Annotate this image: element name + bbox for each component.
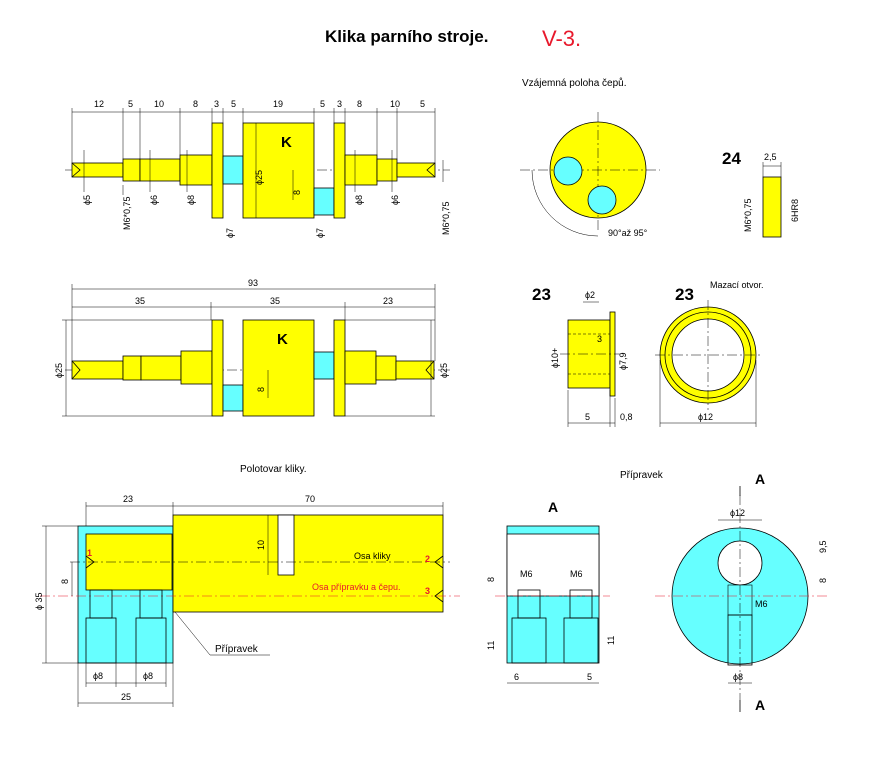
side-offset: 8 (256, 387, 266, 392)
dim-v-3: ϕ6 (149, 195, 159, 205)
mazaci-label: Mazací otvor. (710, 280, 764, 290)
part23-front-dia: ϕ12 (698, 412, 713, 422)
dim-top-1: 12 (94, 99, 104, 109)
num-2: 2 (425, 554, 430, 564)
jig-m6a: M6 (520, 569, 533, 579)
side-left-dia: ϕ25 (54, 363, 64, 378)
dim-top-3: 10 (154, 99, 164, 109)
part23-flange: 0,8 (620, 412, 633, 422)
dim-v-1: ϕ5 (82, 195, 92, 205)
axis-jig: Osa přípravku a čepu. (312, 582, 401, 592)
dim-v-9: ϕ8 (354, 195, 364, 205)
seg-23: 23 (383, 296, 393, 306)
blank-d8b: ϕ8 (143, 671, 153, 681)
jig-section-a: A A ϕ12 9,5 8 M6 ϕ8 (655, 471, 830, 713)
dim-top-7: 19 (273, 99, 283, 109)
part-23-front: 23 Mazací otvor. ϕ12 (655, 280, 764, 427)
blank-w-left: 23 (123, 494, 133, 504)
shaft-view-side: K 93 35 35 23 ϕ25 ϕ25 8 (54, 278, 450, 417)
seg-35b: 35 (270, 296, 280, 306)
dim-v-2: M6*0,75 (122, 196, 132, 230)
dim-top-8: 5 (320, 99, 325, 109)
blank-w-right: 70 (305, 494, 315, 504)
jig-w6: 6 (514, 672, 519, 682)
overall-93: 93 (248, 278, 258, 288)
part23-front-number: 23 (675, 285, 694, 304)
jig-title: Přípravek (620, 470, 664, 481)
jig-m6b: M6 (570, 569, 583, 579)
axis-crank: Osa kliky (354, 551, 391, 561)
jig-view-a: Přípravek A M6 M6 8 11 11 6 5 (486, 470, 664, 684)
part24-thread: M6*0,75 (743, 198, 753, 232)
pin-position-view: Vzájemná poloha čepů. 90°až 95° (520, 77, 660, 238)
part24-number: 24 (722, 149, 741, 168)
jig-h11b: 11 (606, 636, 616, 645)
dim-v-11: M6*0,75 (441, 201, 451, 235)
part24-width: 2,5 (764, 152, 777, 162)
dim-top-9: 3 (337, 99, 342, 109)
dim-top-6: 5 (231, 99, 236, 109)
title: Klika parního stroje. (325, 27, 488, 46)
dim-v-6: ϕ25 (254, 170, 264, 185)
crank-blank: Polotovar kliky. 1 2 3 Osa kliky Osa pří… (34, 464, 460, 707)
blank-dia: ϕ 35 (34, 592, 44, 610)
part24-fit: 6HR8 (790, 199, 800, 222)
seg-35a: 35 (135, 296, 145, 306)
jig-h8: 8 (486, 577, 496, 582)
jig-m6c: M6 (755, 599, 768, 609)
dim-v-10: ϕ6 (390, 195, 400, 205)
blank-left-h: 8 (60, 579, 70, 584)
blank-d8a: ϕ8 (93, 671, 103, 681)
dim-v-8: ϕ7 (315, 228, 325, 238)
shaft-view-top: K 12 5 10 8 3 5 19 5 3 8 10 5 ϕ5 M6*0,75… (65, 99, 451, 238)
num-3: 3 (425, 586, 430, 596)
part23-len: 5 (585, 412, 590, 422)
part-23-section: 23 ϕ2 ϕ10+ ϕ7,9 3 5 0,8 (532, 285, 633, 427)
jig-d12: ϕ12 (730, 508, 745, 518)
jig-d8: 8 (818, 578, 828, 583)
dim-top-4: 8 (193, 99, 198, 109)
section-a-bottom: A (755, 697, 765, 713)
angle-label: 90°až 95° (608, 228, 648, 238)
dim-v-4: ϕ8 (186, 195, 196, 205)
part23-number: 23 (532, 285, 551, 304)
section-a-top: A (755, 471, 765, 487)
jig-callout: Přípravek (215, 644, 259, 655)
jig-w5: 5 (587, 672, 592, 682)
dim-top-5: 3 (214, 99, 219, 109)
dim-v-7: 8 (292, 190, 302, 195)
blank-slot: 10 (256, 540, 266, 550)
marker-k-side: K (277, 331, 288, 348)
blank-base: 25 (121, 692, 131, 702)
jig-h11a: 11 (486, 641, 496, 650)
dim-top-2: 5 (128, 99, 133, 109)
part23-dia-out: ϕ10+ (550, 348, 560, 368)
dim-v-5: ϕ7 (225, 228, 235, 238)
dim-top-11: 10 (390, 99, 400, 109)
part23-dia-in: ϕ7,9 (618, 352, 628, 370)
dim-top-12: 5 (420, 99, 425, 109)
marker-k-top: K (281, 134, 292, 151)
part-24: 24 2,5 M6*0,75 6HR8 (722, 149, 800, 238)
dim-top-10: 8 (357, 99, 362, 109)
part23-depth: 3 (597, 334, 602, 344)
jig-d8b: ϕ8 (733, 672, 743, 682)
variant: V-3. (542, 26, 581, 51)
jig-d95: 9,5 (818, 540, 828, 553)
part23-dia-small: ϕ2 (585, 290, 595, 300)
pin-title: Vzájemná poloha čepů. (522, 77, 627, 89)
num-1: 1 (87, 548, 92, 558)
blank-title: Polotovar kliky. (240, 464, 307, 475)
view-a-label: A (548, 499, 558, 515)
side-right-dia: ϕ25 (439, 363, 449, 378)
